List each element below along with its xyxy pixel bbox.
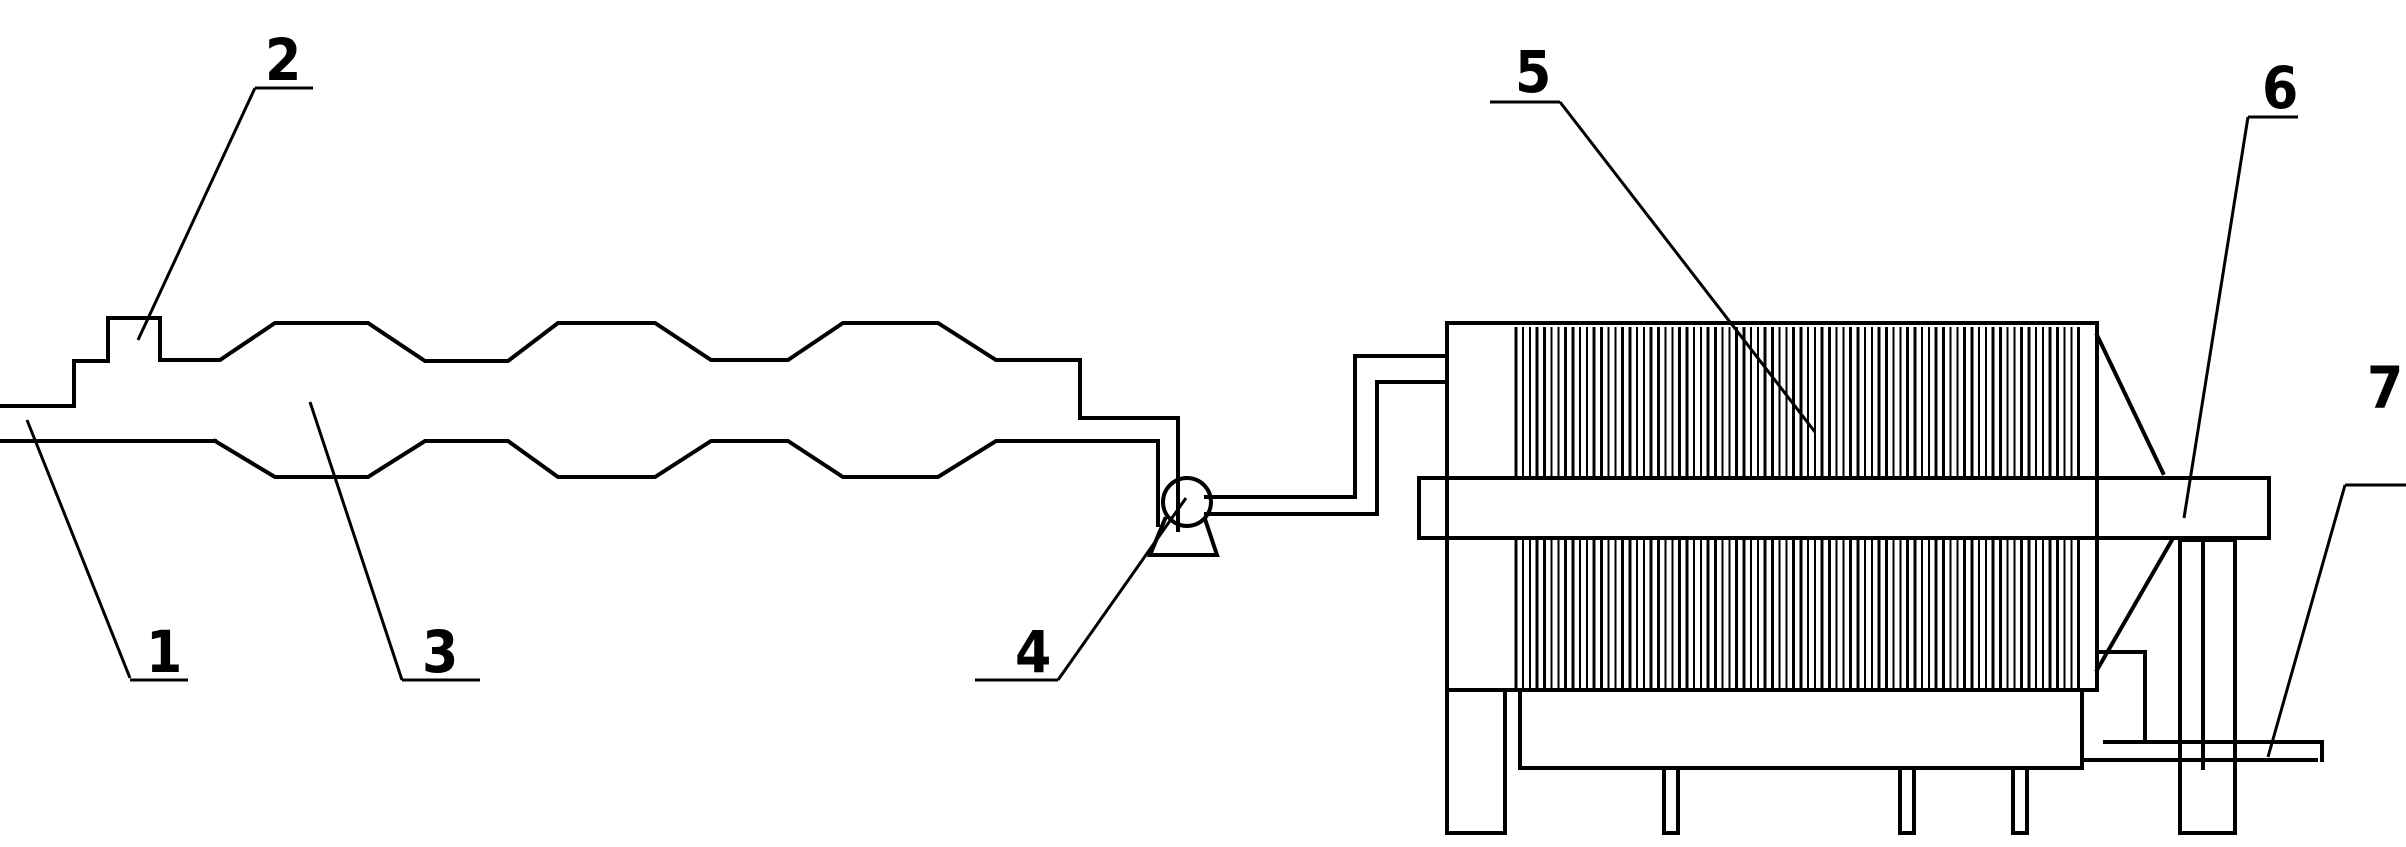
pump (1147, 476, 1220, 557)
main-beam (1417, 332, 2271, 835)
label-6: 6 (2262, 54, 2298, 122)
label-2: 2 (265, 26, 301, 94)
label-7: 7 (2367, 354, 2403, 422)
filtrate-outlet (2080, 650, 2324, 762)
label-5: 5 (1515, 38, 1551, 106)
leader-lines (25, 86, 2406, 758)
label-3: 3 (422, 618, 458, 686)
filter-plates-lower (1514, 540, 2080, 688)
undulating-tank (158, 321, 1180, 532)
label-1: 1 (146, 618, 182, 686)
feed-piping (1204, 354, 1449, 516)
filter-plates-upper (1514, 327, 2080, 476)
feed-port (72, 316, 162, 408)
label-4: 4 (1015, 618, 1051, 686)
inlet-pipe (0, 404, 217, 443)
filter-press (1445, 321, 2099, 835)
